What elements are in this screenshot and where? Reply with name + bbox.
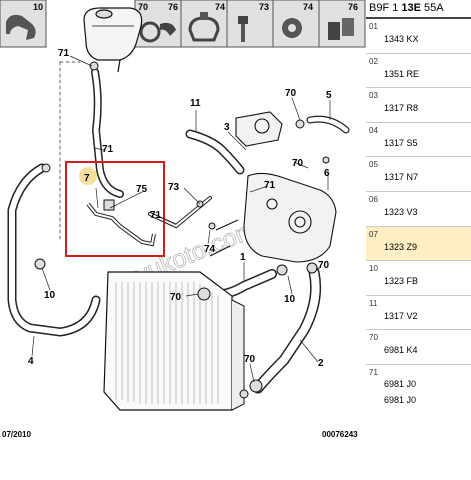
overview-label: 70: [138, 2, 148, 12]
panel-title: B9F 1 13E 55A: [366, 0, 471, 19]
reference-position: 03: [369, 91, 378, 101]
overview-thumb-10[interactable]: 10: [0, 0, 47, 48]
expansion-tank: [83, 7, 143, 73]
callout-73[interactable]: 73: [168, 182, 180, 193]
highlight-box: [65, 161, 165, 257]
title-code-3: 55A: [420, 2, 444, 14]
callout-71[interactable]: 71: [150, 210, 162, 221]
reference-row-04[interactable]: 04 1317 S5: [366, 123, 471, 158]
callouts: 71 11 70 5 3 71 7 75 73 71 74 70 71 6 10…: [28, 48, 332, 369]
selected-callout-marker: [79, 167, 97, 185]
overview-thumb-74b[interactable]: 74: [272, 0, 320, 48]
title-code-1: B9F 1: [369, 2, 402, 14]
reference-row-06[interactable]: 06 1323 V3: [366, 192, 471, 227]
reference-position: 06: [369, 194, 378, 204]
reference-row-05[interactable]: 05 1317 N7: [366, 157, 471, 192]
callout-1[interactable]: 1: [240, 252, 246, 263]
callout-70[interactable]: 70: [292, 158, 304, 169]
callout-75[interactable]: 75: [136, 184, 148, 195]
reference-code[interactable]: 1343 KX: [384, 34, 419, 44]
reference-position: 01: [369, 22, 378, 31]
reference-code[interactable]: 1317 R8: [384, 103, 419, 114]
leader-lines: [31, 55, 331, 383]
reference-code[interactable]: 6981 K4: [384, 345, 418, 356]
reference-code[interactable]: 1317 N7: [384, 172, 419, 183]
overview-label: 74: [303, 2, 313, 12]
callout-70[interactable]: 70: [170, 292, 182, 303]
callout-2[interactable]: 2: [318, 358, 324, 369]
callout-70[interactable]: 70: [318, 260, 330, 271]
thermostat-housing: [209, 111, 337, 263]
reference-position: 10: [369, 264, 378, 274]
overview-label: 10: [33, 2, 43, 12]
reference-position: 71: [369, 367, 378, 377]
callout-71[interactable]: 71: [102, 144, 114, 155]
reference-code[interactable]: 6981 J0: [384, 394, 417, 405]
clamps: [34, 61, 330, 399]
callout-70[interactable]: 70: [244, 354, 256, 365]
reference-position: 11: [369, 298, 378, 308]
reference-row-07[interactable]: 07 1323 Z9: [366, 226, 471, 262]
reference-code[interactable]: 6981 J0: [384, 378, 417, 389]
reference-position: 70: [369, 333, 378, 343]
callout-11[interactable]: 11: [190, 98, 201, 109]
overview-thumb-74[interactable]: 74: [180, 0, 228, 48]
overview-thumb-73[interactable]: 73: [226, 0, 274, 48]
callout-71[interactable]: 71: [264, 180, 276, 191]
reference-panel: B9F 1 13E 55A 01 1343 KX 02 1351 RE 03 1317 R…: [366, 0, 471, 480]
overview-label: 73: [259, 2, 269, 12]
callout-70[interactable]: 10: [284, 294, 296, 305]
callout-4[interactable]: 4: [28, 356, 34, 367]
reference-code[interactable]: 1323 V3: [384, 206, 418, 217]
reference-row-11[interactable]: 11 1317 V2: [366, 296, 471, 331]
callout-71[interactable]: 71: [58, 48, 70, 59]
overview-label: 76: [168, 2, 178, 12]
reference-row-03[interactable]: 03 1317 R8: [366, 88, 471, 123]
reference-code[interactable]: 1323 FB: [384, 276, 419, 287]
overview-label: 76: [348, 2, 358, 12]
reference-position: 02: [369, 56, 378, 66]
hoses: [7, 61, 350, 394]
reference-row-02[interactable]: 02 1351 RE: [366, 54, 471, 89]
reference-code[interactable]: 1351 RE: [384, 68, 420, 79]
callout-6[interactable]: 6: [324, 168, 330, 179]
reference-list: 01 1343 KX 02 1351 RE 03 1317 R8 04 1317 S5 05 13…: [366, 19, 471, 423]
parts-diagram: 10 70 76 74 73 74: [0, 0, 367, 480]
reference-code[interactable]: 1323 Z9: [384, 241, 418, 252]
overview-thumb-76[interactable]: 76: [318, 0, 366, 48]
reference-position: 04: [369, 125, 378, 135]
drawing-number: 00076243: [322, 430, 358, 439]
overview-thumb-70-76[interactable]: 70 76: [134, 0, 182, 48]
callout-7[interactable]: 7: [84, 173, 90, 184]
callout-5[interactable]: 5: [326, 90, 332, 101]
radiator: [103, 271, 245, 411]
callout-70[interactable]: 70: [285, 88, 297, 99]
reference-row-70[interactable]: 70 6981 K4: [366, 330, 471, 365]
callout-10[interactable]: 10: [44, 290, 56, 301]
overview-strip: 10 70 76 74 73 74: [0, 0, 366, 48]
reference-row-71[interactable]: 71 6981 J0 6981 J0: [366, 365, 471, 423]
reference-row-01[interactable]: 01 1343 KX: [366, 19, 471, 54]
reference-position: 05: [369, 160, 378, 170]
date-code: 07/2010: [2, 430, 31, 439]
callout-3[interactable]: 3: [224, 122, 230, 133]
reference-position: 07: [369, 229, 378, 239]
reference-row-10[interactable]: 10 1323 FB: [366, 261, 471, 296]
reference-code[interactable]: 1317 S5: [384, 137, 418, 148]
overview-label: 74: [215, 2, 225, 12]
reference-code[interactable]: 1317 V2: [384, 310, 418, 321]
title-code-2: 13E: [401, 2, 421, 14]
callout-74[interactable]: 74: [204, 244, 216, 255]
